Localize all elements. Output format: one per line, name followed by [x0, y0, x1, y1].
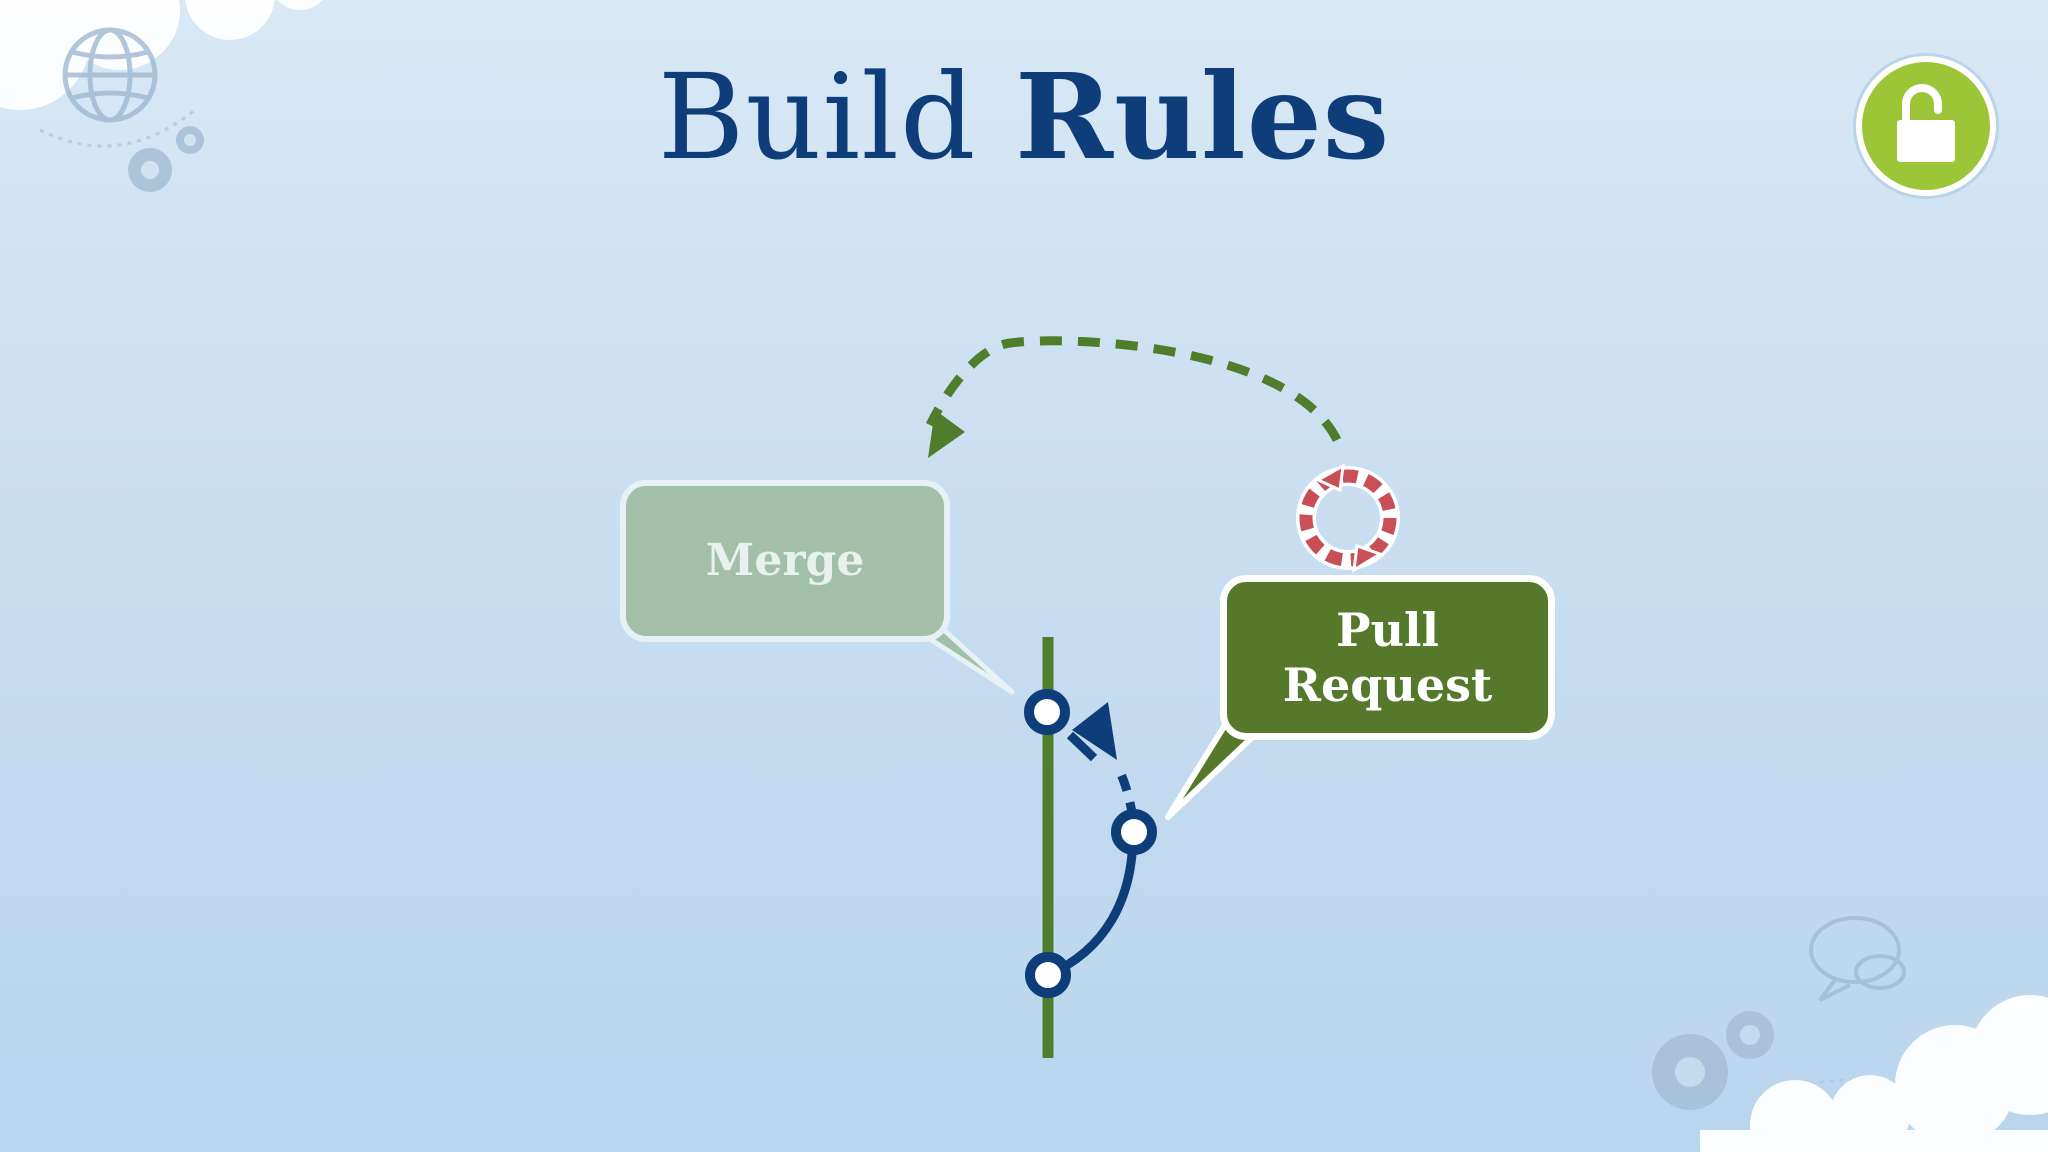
pull-request-bubble: Pull Request	[1220, 575, 1555, 740]
merge-arc-arrow	[925, 336, 1342, 443]
chat-bubbles-icon	[1809, 916, 1906, 1002]
feature-arrowhead	[1072, 702, 1117, 760]
merge-bubble: Merge	[620, 480, 950, 642]
pull-request-label-line1: Pull	[1336, 603, 1439, 658]
feature-branch-line	[1046, 832, 1138, 980]
commit-node	[1024, 689, 1070, 735]
refresh-cycle-icon	[1296, 463, 1400, 573]
pull-request-label-line2: Request	[1282, 657, 1493, 712]
merge-label: Merge	[705, 535, 865, 587]
title-bold-word: Rules	[1015, 47, 1391, 186]
page-title: Build Rules	[0, 58, 2048, 177]
cloud-icon	[1700, 995, 2048, 1152]
unlock-icon	[1897, 84, 1955, 162]
globe-icon	[62, 27, 158, 123]
title-light-word: Build	[657, 48, 977, 186]
commit-node	[1025, 952, 1071, 998]
commit-node	[1111, 809, 1157, 855]
merge-arrowhead	[928, 410, 965, 458]
unlock-button[interactable]	[1856, 56, 1996, 196]
